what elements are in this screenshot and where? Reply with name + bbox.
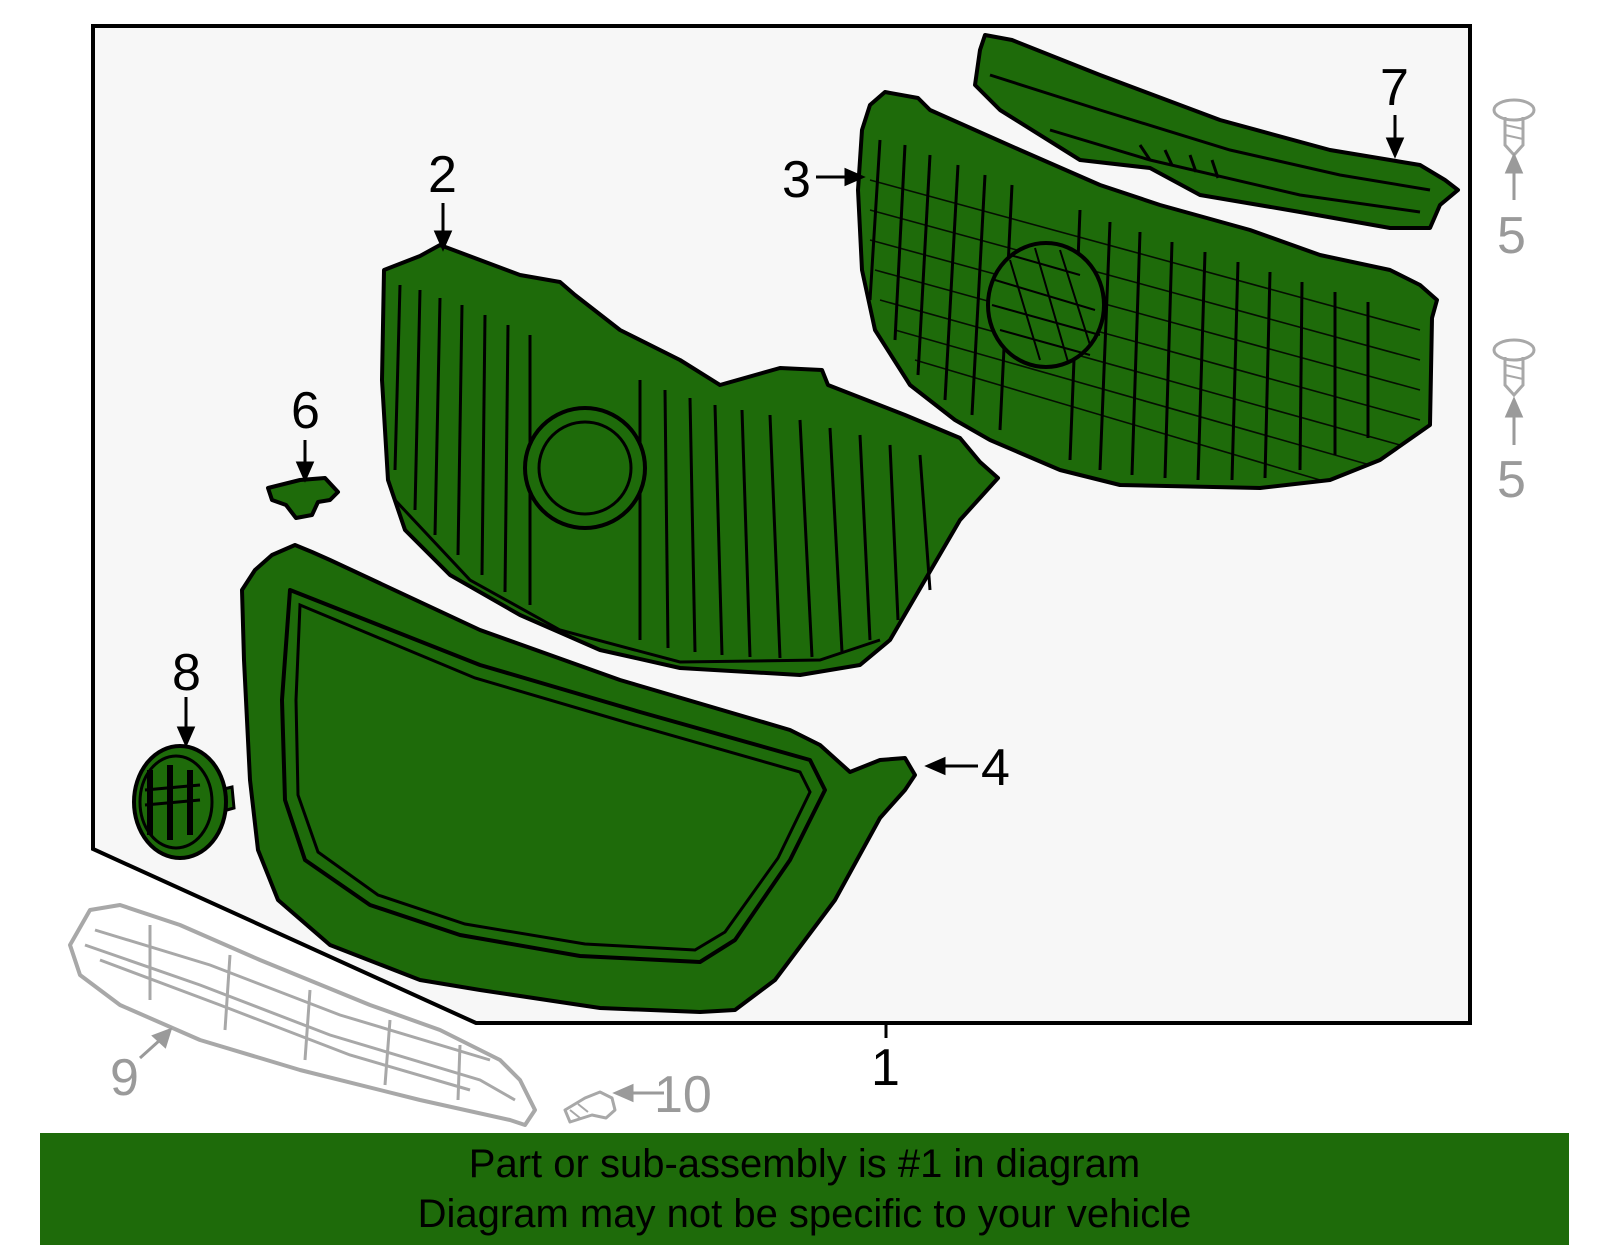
footer-banner: Part or sub-assembly is #1 in diagram Di… <box>40 1133 1569 1245</box>
part-5-screw-upper[interactable] <box>1492 98 1536 158</box>
footer-line-1: Part or sub-assembly is #1 in diagram <box>468 1142 1141 1186</box>
leader-lines <box>176 115 1405 1038</box>
part-9-lower-grille[interactable] <box>68 903 537 1127</box>
callout-1: 1 <box>871 1039 900 1097</box>
callout-5-upper: 5 <box>1497 207 1526 265</box>
callout-4: 4 <box>981 739 1010 797</box>
callout-7: 7 <box>1380 59 1409 117</box>
footer-line-2: Diagram may not be specific to your vehi… <box>417 1192 1192 1236</box>
callout-10: 10 <box>654 1066 712 1124</box>
part-10-bolt[interactable] <box>563 1090 617 1124</box>
part-6-clip[interactable] <box>266 476 340 520</box>
callout-3: 3 <box>782 151 811 209</box>
part-5-screw-lower[interactable] <box>1492 338 1536 398</box>
part-2-bar-grille[interactable] <box>380 243 1000 677</box>
callout-6: 6 <box>291 382 320 440</box>
callout-5-lower: 5 <box>1497 451 1526 509</box>
callout-2: 2 <box>428 146 457 204</box>
part-8-emblem[interactable] <box>132 744 236 860</box>
part-7-upper-bracket[interactable] <box>973 33 1460 230</box>
callout-9: 9 <box>110 1049 139 1107</box>
part-3-mesh-grille[interactable] <box>856 90 1439 490</box>
part-4-surround-frame[interactable] <box>240 543 917 1014</box>
gray-leader-lines <box>138 152 1524 1103</box>
callout-8: 8 <box>172 644 201 702</box>
